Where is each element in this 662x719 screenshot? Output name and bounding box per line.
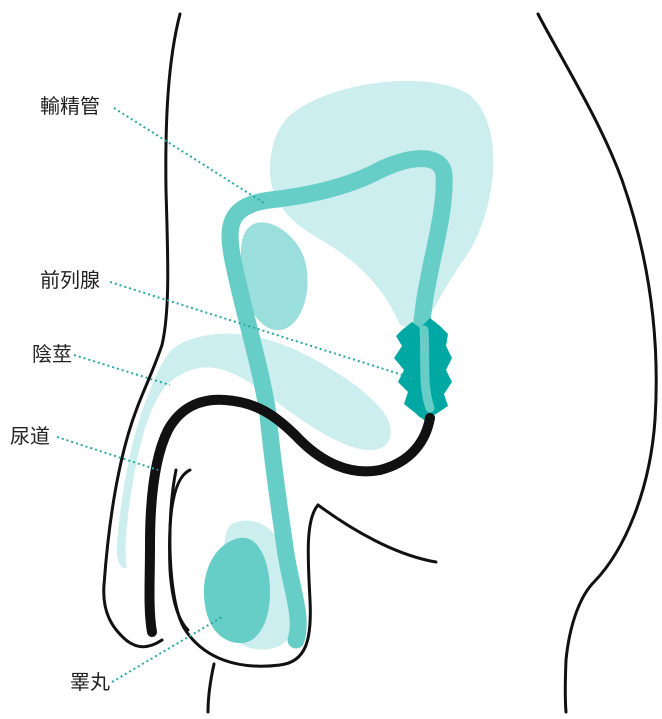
leader-urethra: [57, 437, 158, 470]
label-prostate: 前列腺: [40, 270, 100, 290]
leg-outline: [208, 664, 214, 712]
label-vas-deferens: 輸精管: [40, 96, 100, 116]
testis: [204, 538, 270, 643]
perineum-outline: [318, 505, 436, 562]
leader-vas-deferens: [114, 108, 264, 203]
back-outline: [538, 14, 656, 712]
label-testis: 睪丸: [70, 672, 110, 692]
label-urethra: 尿道: [10, 426, 50, 446]
label-penis: 陰莖: [32, 344, 72, 364]
